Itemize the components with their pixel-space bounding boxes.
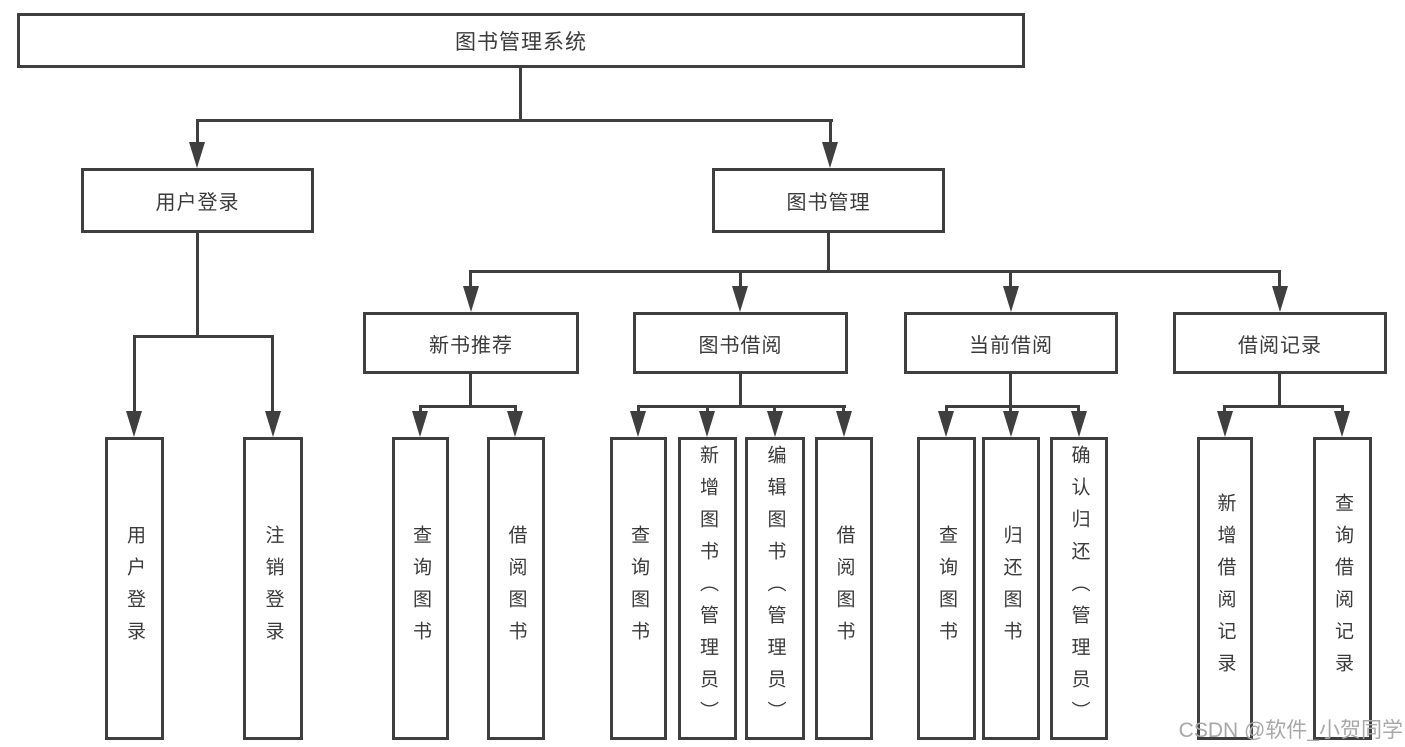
node-label: 新增借阅记录	[1214, 492, 1236, 685]
node-current-borrow: 当前借阅	[904, 312, 1118, 374]
node-label: 新增图书（管理员）	[697, 444, 718, 733]
connector-drop	[469, 270, 472, 288]
leaf-user-login: 用户登录	[105, 437, 164, 740]
leaf-bb-add-book: 新增图书（管理员）	[678, 437, 737, 740]
node-label: 当前借阅	[969, 334, 1053, 357]
arrow-down-icon	[836, 411, 852, 437]
arrow-down-icon	[507, 411, 523, 437]
arrow-down-icon	[189, 142, 205, 168]
leaf-cb-confirm-return: 确认归还（管理员）	[1050, 437, 1108, 740]
connector-drop	[196, 119, 199, 147]
node-label: 查询图书	[936, 524, 957, 653]
connector-root-branch	[196, 119, 833, 122]
node-label: 用户登录	[124, 524, 145, 653]
arrow-down-icon	[1272, 286, 1288, 312]
arrow-down-icon	[1217, 411, 1233, 437]
connector-bookmgmt-branch	[469, 270, 1281, 273]
node-label: 确认归还（管理员）	[1068, 444, 1090, 733]
watermark: CSDN @软件_小贺同学	[1178, 719, 1403, 742]
node-user-login: 用户登录	[81, 168, 314, 233]
connector-branch	[1223, 405, 1343, 408]
leaf-br-query-record: 查询借阅记录	[1313, 437, 1372, 740]
arrow-down-icon	[1003, 411, 1019, 437]
connector-branch	[945, 405, 1080, 408]
leaf-bb-edit-book: 编辑图书（管理员）	[745, 437, 805, 740]
node-label: 查询图书	[410, 524, 431, 653]
node-book-borrow: 图书借阅	[633, 312, 848, 374]
node-label: 借阅图书	[833, 524, 855, 653]
arrow-down-icon	[412, 411, 428, 437]
connector-branch	[637, 405, 846, 408]
node-label: 用户登录	[155, 192, 240, 214]
node-label: 借阅图书	[505, 524, 527, 653]
node-label: 编辑图书（管理员）	[764, 444, 786, 733]
arrow-down-icon	[463, 286, 479, 312]
arrow-down-icon	[767, 411, 783, 437]
node-label: 注销登录	[262, 524, 284, 653]
connector-drop	[1278, 270, 1281, 288]
connector-userlogin-branch	[133, 335, 274, 338]
leaf-bb-query-book: 查询图书	[610, 437, 667, 740]
leaf-br-add-record: 新增借阅记录	[1197, 437, 1253, 740]
arrow-down-icon	[1071, 411, 1087, 437]
leaf-nb-borrow-book: 借阅图书	[487, 437, 545, 740]
node-label: 查询图书	[628, 524, 649, 653]
arrow-down-icon	[938, 411, 954, 437]
node-label: 图书管理	[786, 192, 871, 214]
node-new-book-recommend: 新书推荐	[363, 312, 579, 374]
arrow-down-icon	[732, 286, 748, 312]
connector-drop	[739, 270, 742, 288]
node-label: 图书借阅	[698, 334, 783, 357]
connector-bookmgmt-stem	[827, 233, 830, 272]
leaf-cb-query-book: 查询图书	[917, 437, 976, 740]
arrow-down-icon	[630, 411, 646, 437]
connector-stem	[739, 374, 742, 407]
arrow-down-icon	[265, 411, 281, 437]
connector-stem	[1278, 374, 1281, 407]
node-label: 借阅记录	[1238, 334, 1322, 357]
connector-stem	[469, 374, 472, 407]
leaf-logout: 注销登录	[243, 437, 303, 740]
node-label: 归还图书	[1000, 524, 1022, 653]
connector-root-stem	[519, 68, 522, 122]
node-book-management: 图书管理	[712, 168, 945, 233]
connector-drop	[133, 335, 136, 415]
arrow-down-icon	[1003, 286, 1019, 312]
connector-branch	[419, 405, 517, 408]
leaf-nb-query-book: 查询图书	[392, 437, 449, 740]
arrow-down-icon	[126, 411, 142, 437]
arrow-down-icon	[822, 142, 838, 168]
leaf-cb-return-book: 归还图书	[982, 437, 1040, 740]
node-root: 图书管理系统	[17, 13, 1025, 68]
connector-drop	[271, 335, 274, 415]
arrow-down-icon	[699, 411, 715, 437]
node-borrow-records: 借阅记录	[1173, 312, 1387, 374]
connector-drop	[1009, 270, 1012, 288]
connector-userlogin-stem	[196, 233, 199, 337]
node-label: 查询借阅记录	[1332, 492, 1353, 685]
connector-stem	[1009, 374, 1012, 407]
connector-drop	[829, 119, 832, 147]
leaf-bb-borrow-book: 借阅图书	[815, 437, 873, 740]
node-label: 新书推荐	[429, 334, 513, 357]
node-label: 图书管理系统	[455, 30, 587, 54]
arrow-down-icon	[1334, 411, 1350, 437]
